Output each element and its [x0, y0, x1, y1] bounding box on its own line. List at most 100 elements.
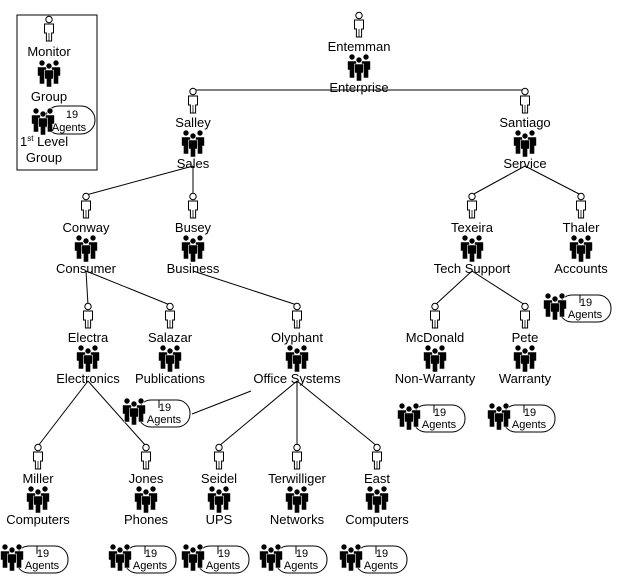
agents-label: Agents [206, 560, 241, 572]
agents-label: Agents [364, 560, 399, 572]
group-icon [570, 235, 593, 262]
edge-conway-salazar [85, 270, 171, 306]
agents-count: 19 [376, 548, 388, 560]
edge-conway-electra [85, 270, 89, 306]
group-name: Computers [6, 512, 70, 527]
group-icon [159, 345, 182, 372]
group-icon [182, 235, 205, 262]
agents-group-icon [260, 544, 283, 571]
group-name: Networks [270, 512, 325, 527]
group-name: Non-Warranty [395, 371, 476, 386]
group-name: Business [167, 261, 220, 276]
group-icon [286, 345, 309, 372]
legend-first-level-label-2: Group [26, 150, 62, 165]
agents-group-icon [1, 544, 24, 571]
legend-monitor-label: Monitor [27, 44, 71, 59]
monitor-icon [83, 302, 93, 329]
group-name: Warranty [499, 371, 552, 386]
group-icon [286, 486, 309, 513]
edge-santiago-texeira [471, 165, 526, 196]
edge-texeira-pete [471, 270, 526, 306]
edge-salley-conway [85, 165, 194, 196]
monitor-icon [430, 302, 440, 329]
agents-group-icon [544, 293, 567, 320]
monitor-name: Seidel [201, 471, 237, 486]
agents-count: 19 [218, 548, 230, 560]
monitor-icon [576, 192, 586, 219]
monitor-name: Thaler [563, 220, 601, 235]
monitor-name: Olyphant [271, 330, 323, 345]
agents-group-icon [123, 398, 146, 425]
connector-lines [37, 89, 582, 447]
monitor-icon [165, 302, 175, 329]
group-name: Consumer [56, 261, 117, 276]
monitor-name: Jones [129, 471, 164, 486]
monitor-name: Entemman [328, 39, 391, 54]
agents-group-icon [488, 403, 511, 430]
agents-group-icon [398, 403, 421, 430]
group-name: Accounts [554, 261, 608, 276]
group-icon [77, 345, 100, 372]
agents-count: 19 [37, 548, 49, 560]
group-name: Phones [124, 512, 169, 527]
agents-count: 19 [524, 407, 536, 419]
edge-electra-jones [87, 380, 147, 447]
group-icon [75, 235, 98, 262]
agents-group-icon [340, 544, 363, 571]
legend-box [16, 14, 98, 171]
monitor-name: Terwilliger [268, 471, 326, 486]
group-name: Publications [135, 371, 206, 386]
agents-count: 19 [145, 548, 157, 560]
monitor-name: Electra [68, 330, 109, 345]
legend-group-label: Group [31, 89, 67, 104]
group-icon [182, 130, 205, 157]
monitor-icon [354, 11, 364, 38]
agents-count: 19 [296, 548, 308, 560]
monitor-name: McDonald [406, 330, 465, 345]
monitor-name: Salley [175, 115, 211, 130]
agents-label: Agents [133, 560, 168, 572]
monitor-icon [292, 443, 302, 470]
monitor-name: Santiago [499, 115, 550, 130]
group-name: Electronics [56, 371, 120, 386]
monitor-icon [188, 87, 198, 114]
agents-label: Agents [25, 560, 60, 572]
group-icon [348, 54, 371, 81]
group-icon [461, 235, 484, 262]
group-name: Service [503, 156, 546, 171]
monitor-name: Conway [63, 220, 110, 235]
monitor-name: Busey [175, 220, 212, 235]
agents-count: 19 [159, 402, 171, 414]
agents-count: 19 [580, 297, 592, 309]
monitor-name: Miller [22, 471, 54, 486]
legend-first-level-label: 1st Level [20, 134, 68, 149]
monitor-name: Salazar [148, 330, 193, 345]
group-name: Tech Support [434, 261, 511, 276]
